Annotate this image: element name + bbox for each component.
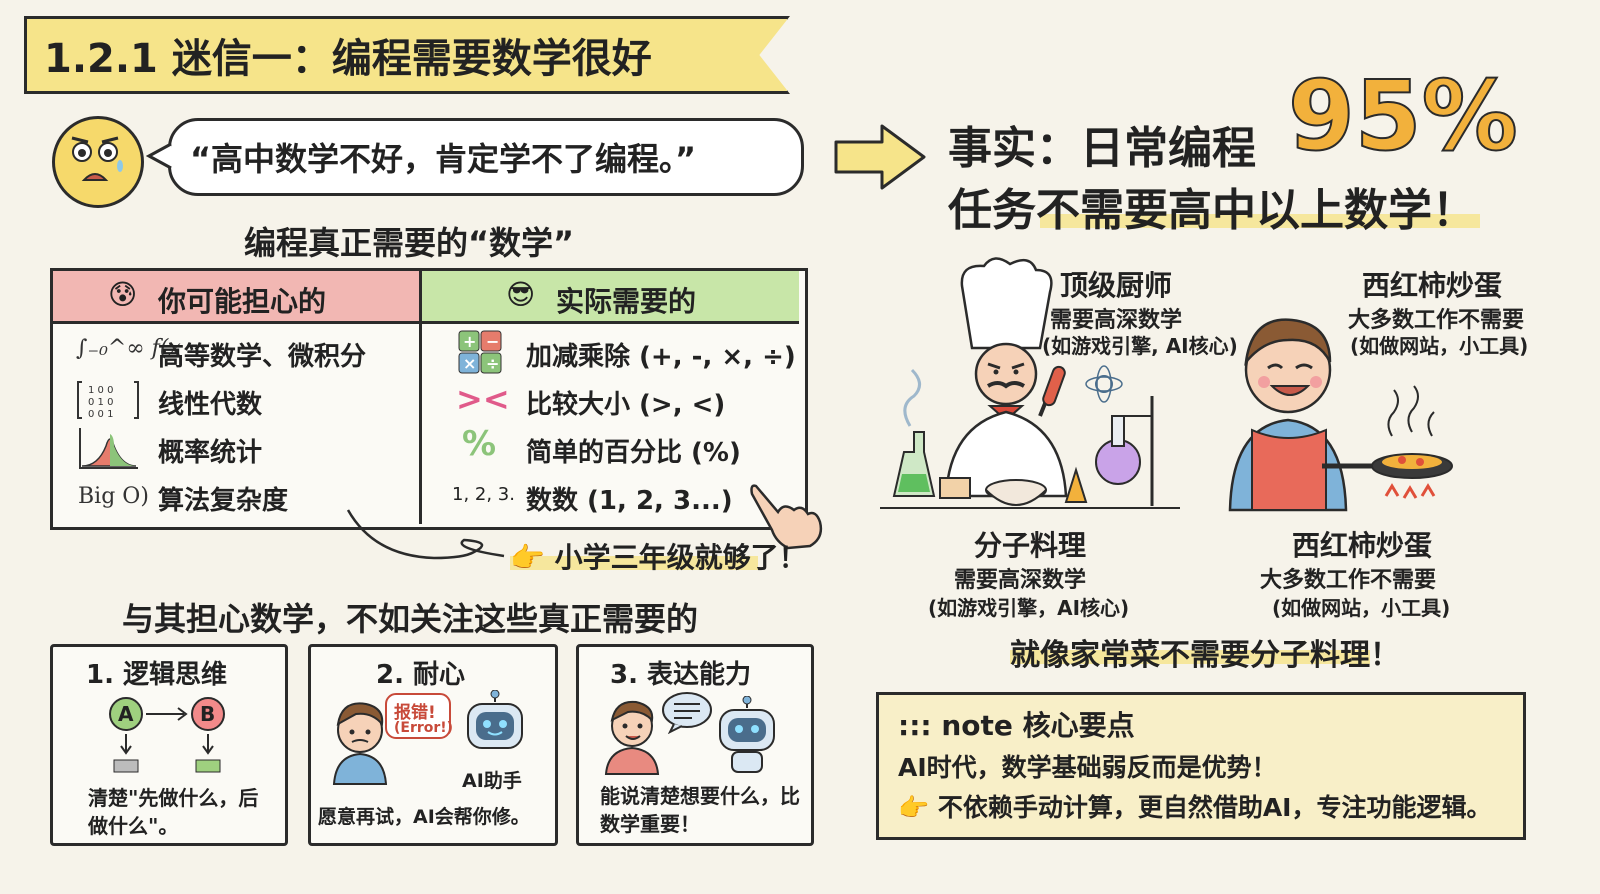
talking-kid-icon (604, 700, 660, 775)
count-icon: 1, 2, 3. (452, 484, 515, 505)
cook-title: 西红柿炒蛋 (1362, 269, 1503, 302)
chef-sub1: 需要高深数学 (1050, 308, 1183, 333)
svg-text:1 0 0: 1 0 0 (88, 385, 113, 396)
fact-highlight (1040, 214, 1480, 228)
logic-flow-diagram (109, 697, 225, 773)
arrow-right-icon (834, 124, 926, 190)
logic-card-title: 1. 逻辑思维 (86, 660, 228, 690)
bell-curve-icon (79, 428, 138, 469)
expression-card-title: 3. 表达能力 (610, 660, 752, 690)
logic-card (50, 644, 288, 846)
left-column-header (53, 271, 419, 324)
percent-icon: % (462, 424, 497, 464)
big-o-icon: Big O) (78, 484, 149, 509)
cook2-sub1: 大多数工作不需要 (1260, 568, 1437, 593)
fact-line2: 任务不需要高中以上数学！ (948, 185, 1476, 236)
note-box (876, 692, 1526, 840)
left-row-label: 概率统计 (158, 438, 263, 468)
worried-face-icon (52, 116, 144, 208)
error-text: 报错! (394, 703, 436, 723)
bubble-tail (146, 142, 172, 170)
svg-text:0 1 0: 0 1 0 (88, 397, 113, 408)
note-line2: 👉 不依赖手动计算，更自然借助AI，专注功能逻辑。 (898, 793, 1492, 822)
chef-title: 顶级厨师 (1060, 269, 1173, 302)
home-cook-illustration (1228, 318, 1453, 512)
svg-text:+: + (463, 332, 476, 351)
compare-icon: >< (456, 380, 510, 418)
robot-label: AI助手 (462, 770, 522, 792)
homecook-text: 就像家常菜不需要分子料理！ (1010, 638, 1400, 673)
note-title: ::: note 核心要点 (898, 709, 1135, 742)
molecular-title: 分子料理 (974, 529, 1087, 562)
homecook-highlight (1010, 650, 1370, 664)
left-row-label: 算法复杂度 (158, 486, 289, 516)
patience-card-desc: 愿意再试，AI会帮你修。 (318, 806, 530, 828)
svg-text:×: × (463, 354, 476, 373)
node-a-label: A (118, 702, 134, 726)
cook-sub1: 大多数工作不需要 (1348, 308, 1525, 333)
pointing-hand-icon (750, 484, 823, 550)
chef-sub2: (如游戏引擎, AI核心) (1042, 334, 1238, 358)
cook-sub2: (如做网站，小工具) (1350, 334, 1529, 358)
focus-heading: 与其担心数学，不如关注这些真正需要的 (122, 600, 699, 638)
right-column-header (422, 271, 799, 324)
fact-line1: 事实：日常编程 (948, 123, 1256, 174)
right-row-label: 简单的百分比 (%) (526, 438, 741, 468)
right-row-label: 比较大小 (>, <) (526, 390, 726, 420)
node-b-label: B (200, 702, 216, 726)
curved-arrow (346, 509, 505, 560)
left-header-emoji: 😰 (108, 278, 138, 311)
right-header-label: 实际需要的 (556, 285, 697, 318)
integral-icon: ∫₋₀^∞ f(x (76, 336, 181, 361)
left-row-label: 线性代数 (158, 390, 263, 420)
calculator-icon: + − × ÷ (458, 330, 502, 374)
patience-card-title: 2. 耐心 (376, 660, 466, 690)
expression-card (576, 644, 814, 846)
svg-text:−: − (486, 332, 499, 351)
robot-icon (467, 690, 523, 749)
note-line1: AI时代，数学基础弱反而是优势！ (898, 753, 1277, 782)
cook2-title: 西红柿炒蛋 (1292, 529, 1433, 562)
page-title: 1.2.1 迷信一：编程需要数学很好 (44, 36, 652, 82)
fact-percent: 95% (1287, 59, 1519, 173)
error-bubble (385, 693, 451, 739)
matrix-icon: 1 0 0 0 1 0 0 0 1 (77, 381, 139, 420)
svg-text:0 0 1: 0 0 1 (88, 409, 113, 420)
molecular-sub2: (如游戏引擎，AI核心) (928, 596, 1130, 620)
cook2-sub2: (如做网站，小工具) (1272, 596, 1451, 620)
right-row-label: 数数 (1, 2, 3...) (526, 486, 733, 516)
molecular-sub1: 需要高深数学 (954, 568, 1087, 593)
math-heading: 编程真正需要的“数学” (244, 224, 575, 262)
frustrated-kid-icon (332, 702, 388, 785)
svg-text:÷: ÷ (486, 354, 499, 373)
column-divider (419, 271, 422, 524)
error-subtext: (Error!) (394, 720, 454, 736)
quote-text: “高中数学不好，肯定学不了编程。” (190, 140, 697, 178)
left-header-label: 你可能担心的 (158, 285, 327, 318)
chef-illustration (880, 257, 1180, 509)
robot-icon (719, 696, 775, 773)
right-header-emoji: 😎 (506, 278, 536, 311)
expression-card-desc: 能说清楚想要什么，比数学重要！ (600, 784, 800, 836)
right-row-label: 加减乘除 (+, -, ×, ÷) (526, 342, 796, 372)
logic-card-desc: 清楚"先做什么，后做什么"。 (88, 786, 259, 838)
left-row-label: 高等数学、微积分 (158, 342, 367, 372)
enough-text: 👉 小学三年级就够了！ (510, 541, 807, 574)
quote-bubble (168, 118, 804, 196)
title-banner (24, 16, 790, 94)
chat-bubble-icon (662, 692, 712, 734)
enough-highlight (510, 556, 758, 570)
